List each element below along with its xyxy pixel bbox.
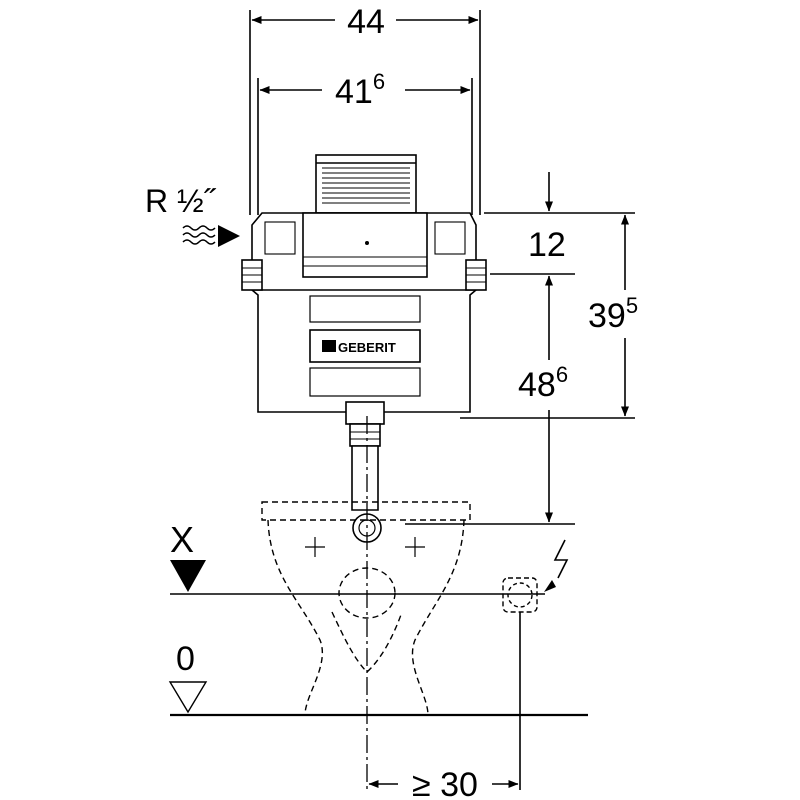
- marker-x-label: X: [170, 519, 194, 560]
- lightning-icon: [553, 539, 569, 579]
- filled-triangle-icon: [170, 560, 206, 592]
- mounting-crosshairs: [305, 537, 425, 557]
- lower-height-label: 486: [518, 362, 568, 404]
- dimension-right: [405, 172, 635, 525]
- water-waves-icon: [182, 225, 216, 245]
- inner-width-label: 416: [335, 69, 385, 111]
- floor-level-label: 0: [176, 640, 195, 678]
- total-height-label: 395: [588, 293, 638, 335]
- dimension-total-width: [249, 10, 481, 215]
- electric-socket: [502, 577, 538, 790]
- dimension-inner-width: [257, 78, 473, 215]
- brand-logo: GEBERIT: [322, 340, 396, 355]
- total-width-label: 44: [347, 3, 385, 41]
- flush-pipe: [345, 401, 385, 543]
- svg-text:GEBERIT: GEBERIT: [338, 340, 396, 355]
- panel-dot: [365, 241, 369, 245]
- water-inlet-arrow: [218, 225, 240, 247]
- water-connection-label: R ½˝: [145, 183, 217, 219]
- level-triangle-icon: [168, 681, 208, 714]
- min-clearance-label: ≥ 30: [412, 766, 478, 800]
- lightning-arrowhead: [544, 580, 556, 592]
- top-offset-label: 12: [528, 226, 566, 264]
- cistern: [241, 154, 487, 413]
